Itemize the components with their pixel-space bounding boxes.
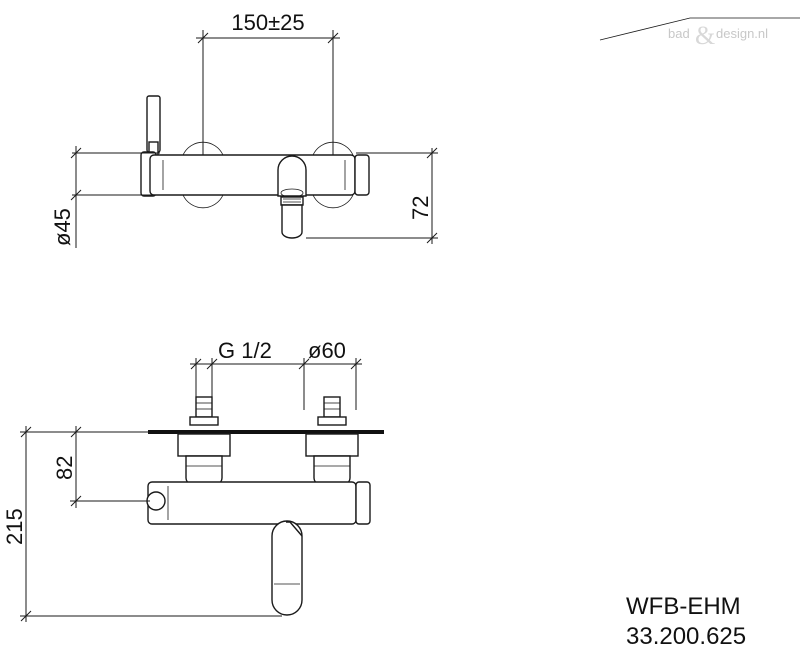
dimension-rosette-label: ø60 (308, 338, 346, 363)
watermark-ampersand: & (695, 21, 715, 50)
spout-front (271, 520, 303, 616)
mixer-body-front (147, 481, 357, 525)
rosette-left (177, 433, 231, 457)
front-view: G 1/2 ø60 82 (2, 338, 384, 622)
dimension-spacing-label: 150±25 (231, 10, 304, 35)
watermark: bad & design.nl (599, 17, 800, 50)
dimension-thread-label: G 1/2 (218, 338, 272, 363)
article-number: 33.200.625 (626, 623, 746, 650)
top-view: 150±25 ø45 72 (50, 10, 438, 248)
spout-top (277, 155, 307, 197)
rosette-right (305, 433, 359, 457)
supply-valve-right (323, 396, 341, 418)
dimension-projection-label: 72 (408, 196, 433, 220)
end-cap-front (355, 481, 371, 525)
supply-valve-left (195, 396, 213, 418)
end-cap-top (354, 154, 370, 196)
watermark-right-text: design.nl (716, 26, 768, 41)
watermark-left-text: bad (668, 26, 690, 41)
model-name: WFB-EHM (626, 593, 741, 620)
dimension-offset-label: 82 (52, 456, 77, 480)
mixer-body-top (149, 154, 356, 196)
dimension-diameter-top-label: ø45 (50, 208, 75, 246)
dimension-height-label: 215 (2, 508, 27, 545)
aerator (280, 196, 304, 206)
